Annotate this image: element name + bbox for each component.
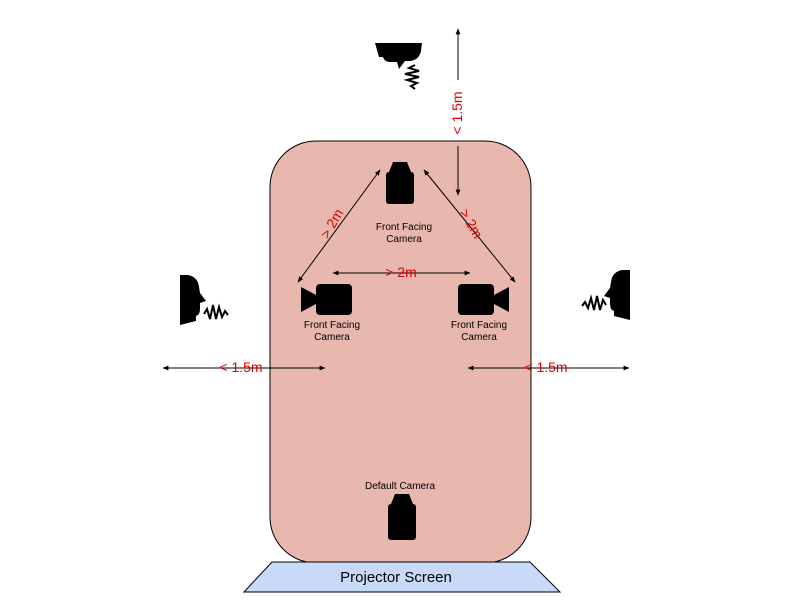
distance-speaker-top: < 1.5m [449,91,465,134]
video-camera-icon [386,162,414,204]
video-camera-icon [301,284,352,315]
projector-screen [242,561,562,593]
speaking-head-icon [180,275,229,325]
camera-left-label-line2: Camera [314,332,350,343]
arrow-top-right [423,169,516,283]
projector-screen-label: Projector Screen [340,569,452,586]
distance-speaker-left: < 1.5m [219,359,262,375]
distance-speaker-right: < 1.5m [524,359,567,375]
video-camera-icon [388,494,416,540]
video-camera-icon [458,284,509,315]
speaking-head-icon [581,270,630,320]
camera-default-label: Default Camera [365,481,435,492]
camera-top-label-line2: Camera [386,234,422,245]
camera-top-label-line1: Front Facing [376,222,432,233]
speaking-head-icon [375,43,422,90]
camera-right-label-line1: Front Facing [451,320,507,331]
distance-left-right: > 2m [385,264,417,280]
arrow-top-left [297,169,381,283]
camera-right-label-line2: Camera [461,332,497,343]
camera-left-label-line1: Front Facing [304,320,360,331]
